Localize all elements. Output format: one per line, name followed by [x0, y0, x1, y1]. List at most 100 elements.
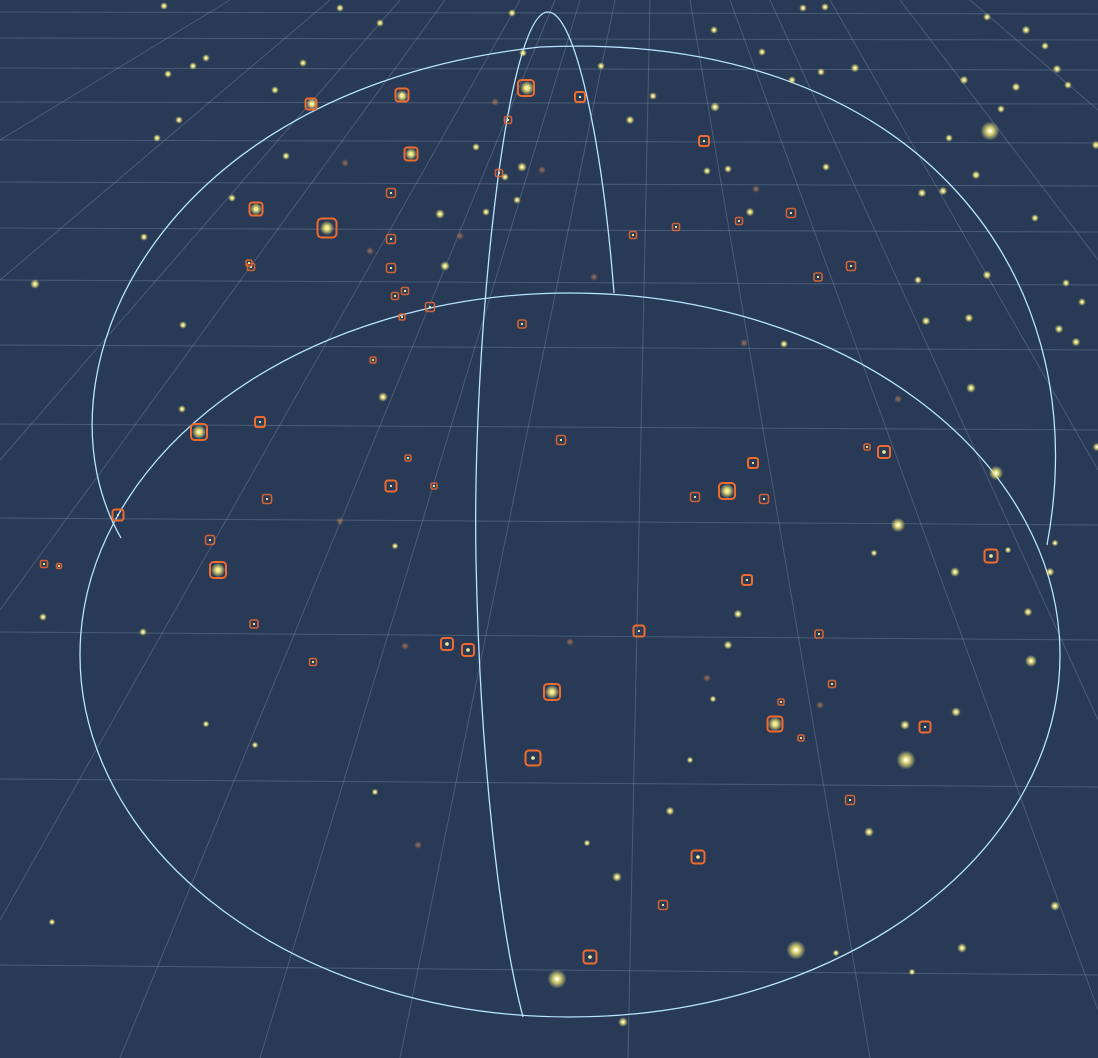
star-selection-marker[interactable]	[814, 629, 824, 639]
star-selection-marker[interactable]	[758, 493, 770, 505]
marked-star-core	[208, 538, 212, 542]
grid-line	[0, 631, 1098, 641]
star-selection-marker[interactable]	[918, 720, 932, 734]
grid-line	[0, 778, 1098, 788]
grid-line	[829, 0, 1098, 471]
star-selection-marker[interactable]	[55, 562, 63, 570]
marked-star-core	[389, 237, 393, 241]
star-selection-marker[interactable]	[503, 115, 513, 125]
star-selection-marker[interactable]	[261, 493, 273, 505]
star-core	[1054, 905, 1056, 907]
star-selection-marker[interactable]	[494, 168, 504, 178]
marked-star-core	[393, 294, 397, 298]
star-core	[896, 523, 900, 527]
marked-star-core	[197, 430, 201, 434]
dim-star	[341, 159, 349, 167]
star-selection-marker[interactable]	[430, 482, 438, 490]
star-selection-marker[interactable]	[424, 301, 436, 313]
star-core	[970, 387, 972, 389]
star-core	[854, 67, 856, 69]
star-selection-marker[interactable]	[747, 457, 759, 469]
star-selection-marker[interactable]	[254, 416, 266, 428]
star-core	[439, 213, 441, 215]
star-selection-marker[interactable]	[385, 262, 397, 274]
orbit-ring-lower	[79, 292, 1061, 1018]
star-selection-marker[interactable]	[461, 643, 475, 657]
marked-star-core	[247, 261, 251, 265]
star-selection-marker[interactable]	[845, 260, 857, 272]
star-core	[504, 176, 506, 178]
star-selection-marker[interactable]	[777, 698, 785, 706]
star-core	[1015, 86, 1017, 88]
star-selection-marker[interactable]	[245, 259, 253, 267]
star-selection-marker[interactable]	[209, 561, 227, 579]
star-selection-marker[interactable]	[39, 559, 49, 569]
star-selection-marker[interactable]	[671, 222, 681, 232]
star-core	[475, 146, 477, 148]
star-selection-marker[interactable]	[983, 548, 999, 564]
marked-star-core	[779, 700, 783, 704]
star-selection-marker[interactable]	[384, 479, 398, 493]
star-selection-marker[interactable]	[390, 291, 400, 301]
star-selection-marker[interactable]	[628, 230, 638, 240]
star-selection-marker[interactable]	[690, 849, 706, 865]
star-selection-marker[interactable]	[734, 216, 744, 226]
star-selection-marker[interactable]	[543, 683, 561, 701]
star-selection-marker[interactable]	[385, 187, 397, 199]
star-core	[820, 71, 822, 73]
marked-star-core	[637, 629, 641, 633]
star-selection-marker[interactable]	[204, 534, 216, 546]
star-selection-marker[interactable]	[689, 491, 701, 503]
star-selection-marker[interactable]	[111, 508, 125, 522]
star-selection-marker[interactable]	[403, 146, 419, 162]
star-selection-marker[interactable]	[246, 262, 256, 272]
star-selection-marker[interactable]	[385, 233, 397, 245]
star-core	[1075, 341, 1077, 343]
star-selection-marker[interactable]	[844, 794, 856, 806]
star-selection-marker[interactable]	[248, 201, 264, 217]
star-selection-marker[interactable]	[877, 445, 891, 459]
marked-star-core	[550, 690, 554, 694]
star-selection-marker[interactable]	[657, 899, 669, 911]
star-selection-marker[interactable]	[766, 715, 784, 733]
star-selection-marker[interactable]	[827, 679, 837, 689]
star-selection-marker[interactable]	[797, 734, 805, 742]
star-selection-marker[interactable]	[369, 356, 377, 364]
star-core	[904, 724, 906, 726]
star-core	[986, 16, 988, 18]
marked-star-core	[923, 725, 927, 729]
star-core	[231, 197, 233, 199]
star-core	[622, 1021, 624, 1023]
star-selection-marker[interactable]	[582, 949, 598, 965]
marked-star-core	[751, 461, 755, 465]
star-selection-marker[interactable]	[863, 443, 871, 451]
orbit-ring-meridian	[475, 11, 615, 1018]
star-selection-marker[interactable]	[524, 749, 542, 767]
marked-star-core	[216, 568, 220, 572]
star-selection-marker[interactable]	[517, 319, 527, 329]
star-selection-marker[interactable]	[249, 619, 259, 629]
star-selection-marker[interactable]	[404, 454, 412, 462]
star-selection-marker[interactable]	[400, 286, 410, 296]
star-selection-marker[interactable]	[698, 135, 710, 147]
star-selection-marker[interactable]	[304, 97, 318, 111]
star-selection-marker[interactable]	[741, 574, 753, 586]
star-selection-marker[interactable]	[813, 272, 823, 282]
star-selection-marker[interactable]	[316, 217, 338, 239]
star-selection-marker[interactable]	[555, 434, 567, 446]
selection-markers[interactable]	[39, 79, 999, 965]
star-selection-marker[interactable]	[718, 482, 736, 500]
star-selection-marker[interactable]	[308, 657, 318, 667]
star-selection-marker[interactable]	[398, 313, 406, 321]
star-selection-marker[interactable]	[574, 91, 586, 103]
star-selection-marker[interactable]	[632, 624, 646, 638]
star-selection-marker[interactable]	[785, 207, 797, 219]
star-selection-marker[interactable]	[517, 79, 535, 97]
marked-star-core	[432, 484, 436, 488]
star-selection-marker[interactable]	[394, 87, 410, 103]
star-selection-marker[interactable]	[190, 423, 208, 441]
star-selection-marker[interactable]	[440, 637, 454, 651]
